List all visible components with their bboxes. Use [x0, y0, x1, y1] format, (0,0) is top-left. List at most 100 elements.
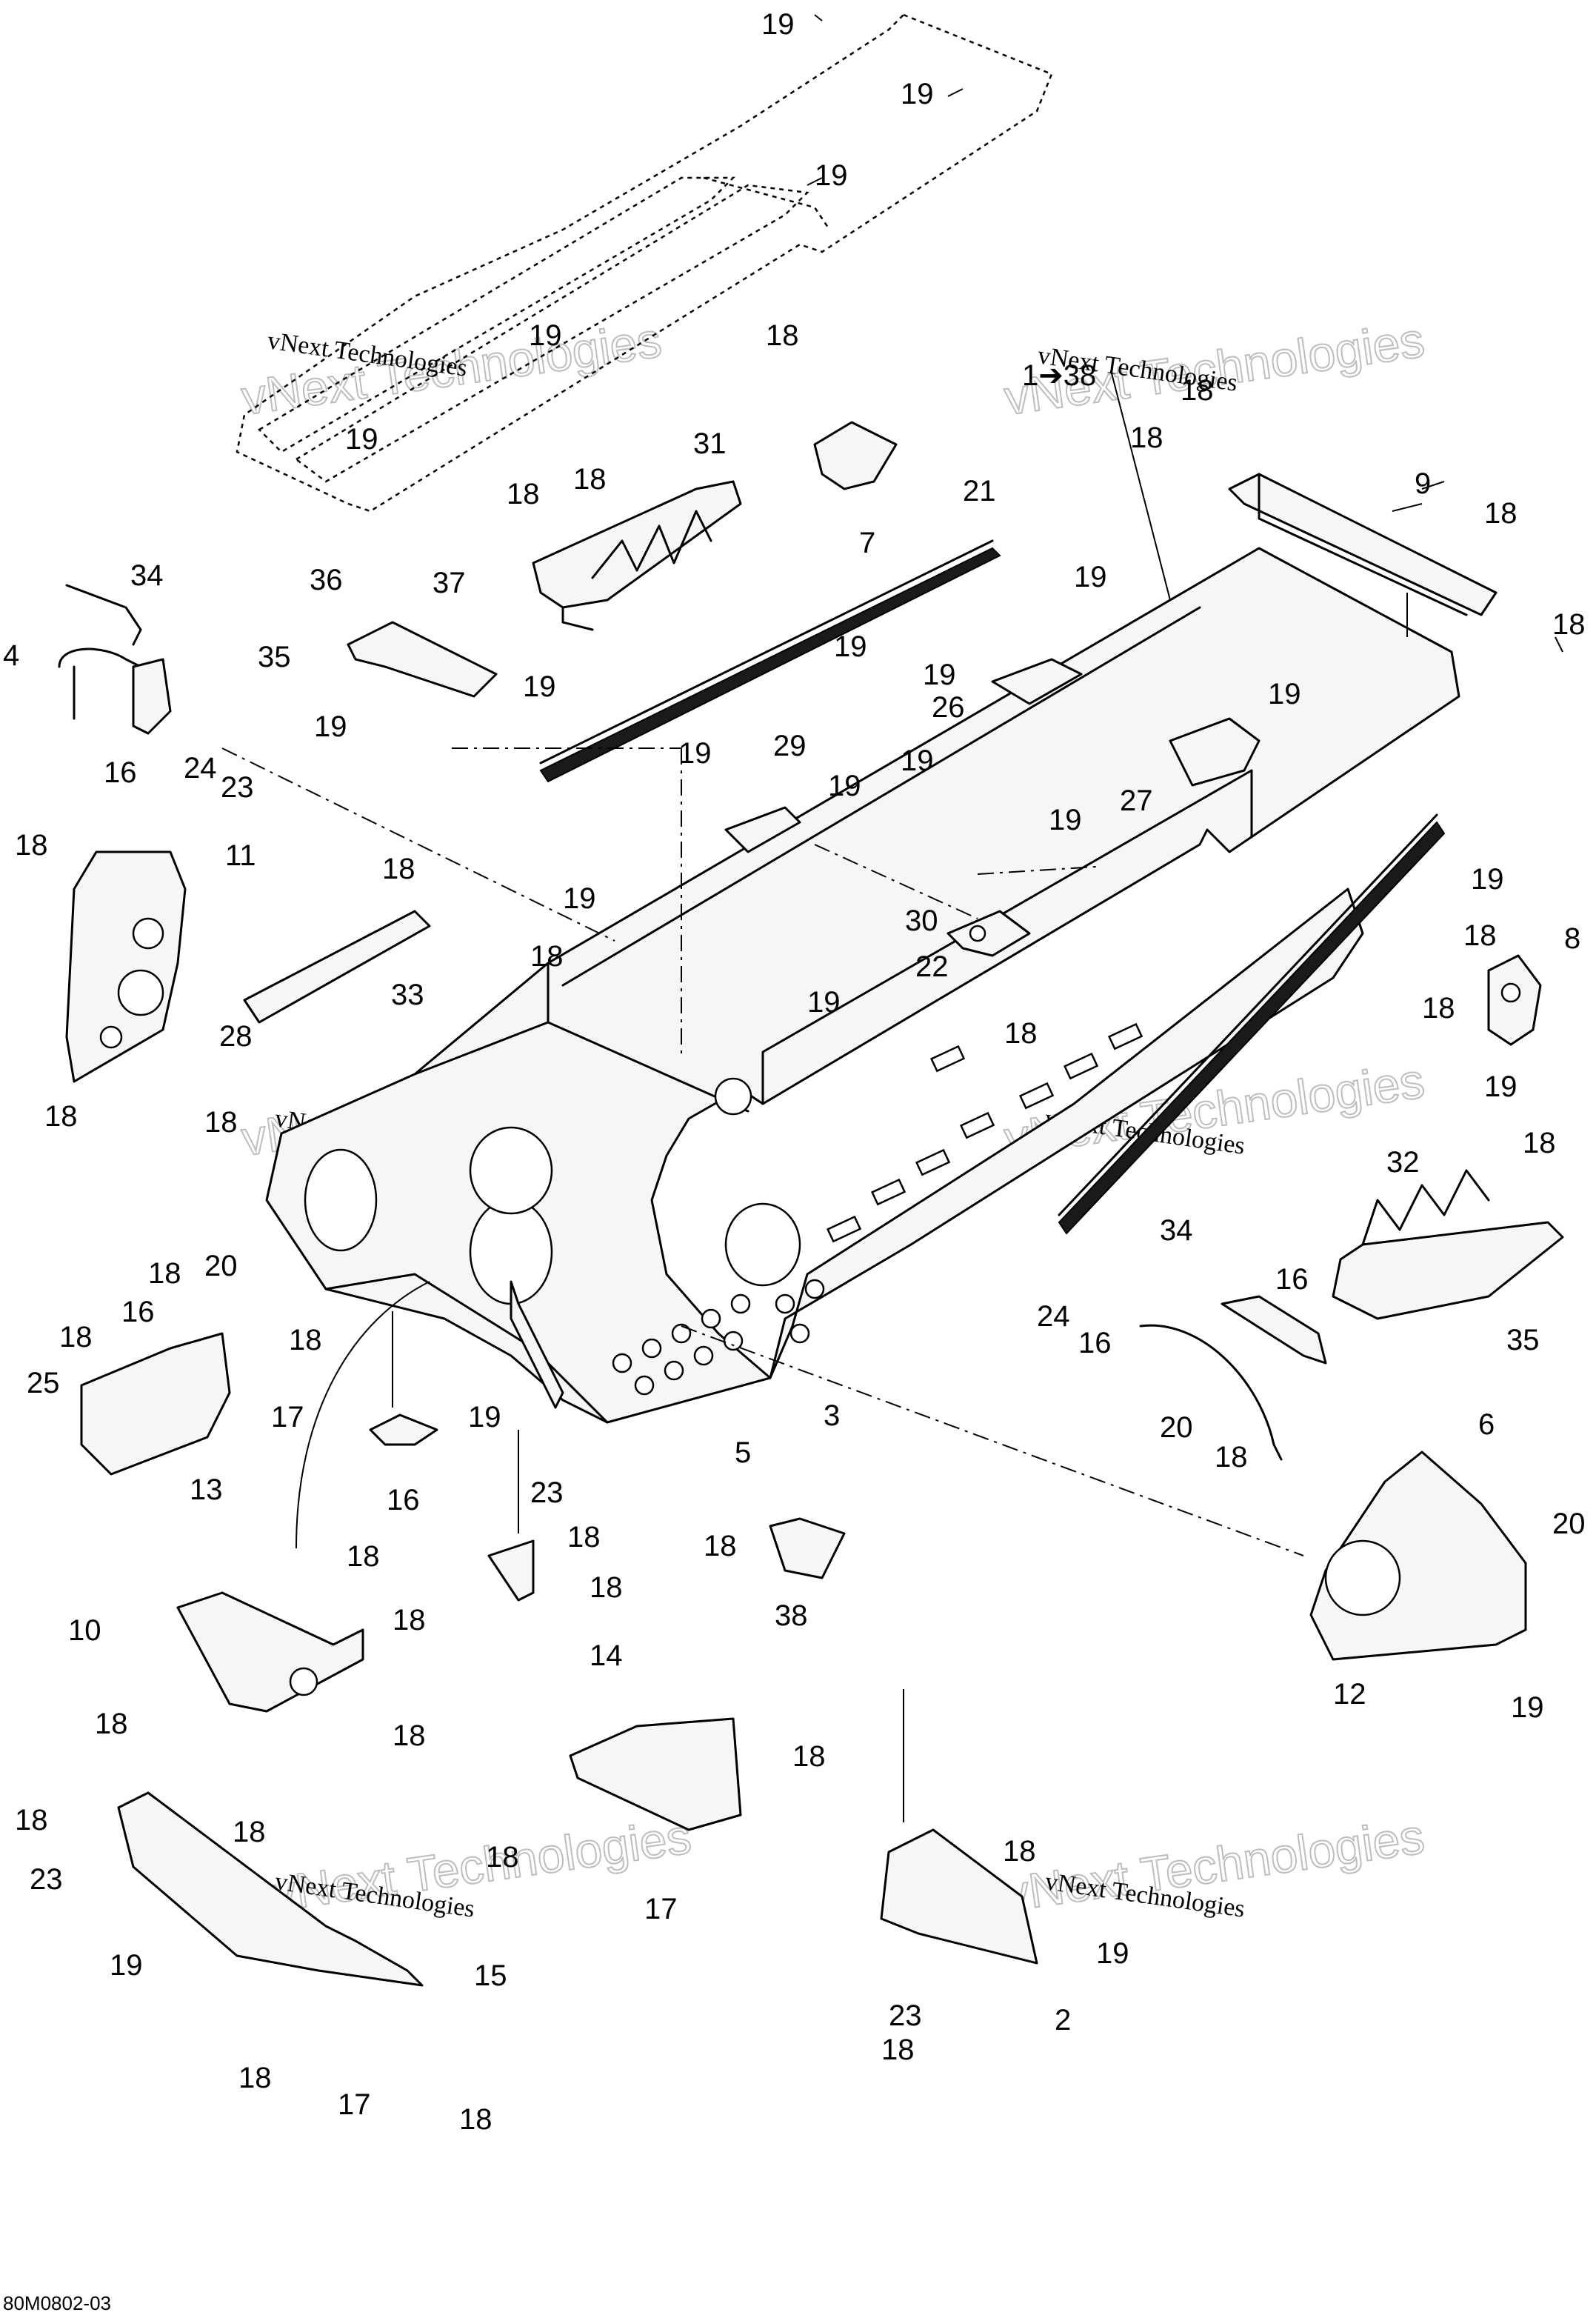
callout-31: 31 [693, 427, 727, 460]
part-top-panel-dashed [236, 13, 1053, 513]
callout-8: 18 [1422, 992, 1455, 1025]
callout-19: 18 [1003, 1835, 1036, 1868]
callout-24: 16 [1078, 1327, 1112, 1359]
callout-13: 19 [468, 1401, 501, 1433]
callout-19: 19 [529, 319, 562, 352]
callout-18: 18 [1130, 422, 1163, 454]
callout-18: 18 [289, 1324, 322, 1356]
callout-4: 4 [3, 639, 19, 672]
callout-37: 37 [433, 567, 466, 599]
callout-18: 6 [1478, 1408, 1495, 1441]
callout-19: 19 [807, 986, 841, 1019]
callout-18: 18 [382, 853, 415, 885]
callout-17: 18 [238, 2062, 272, 2094]
callout-16: 16 [104, 756, 137, 789]
part-small-brackets [724, 658, 1261, 957]
callout-18: 3 [824, 1399, 840, 1432]
callout-26: 26 [932, 691, 965, 724]
callout-7: 7 [859, 527, 875, 559]
callout-18: 33 [391, 979, 424, 1011]
callout-18: 18 [459, 2103, 493, 2136]
callout-18: 19 [110, 1949, 143, 1982]
part-crossbar-9 [1228, 473, 1497, 616]
part-rail-strips [539, 539, 1446, 1235]
callout-19: 18 [1463, 919, 1497, 952]
callout-19: 19 [761, 8, 795, 41]
part-plate-13 [369, 1413, 438, 1446]
callout-19: 19 [563, 882, 596, 915]
callout-18: 18 [1484, 497, 1517, 530]
callout-18: 18 [15, 829, 48, 862]
part-bracket-36 [347, 621, 498, 698]
callout-19: 19 [834, 630, 867, 663]
part-handle-left [58, 584, 172, 735]
callout-19: 19 [678, 737, 712, 770]
callout-12: 20 [1552, 1508, 1586, 1540]
callout-35: 34 [1160, 1214, 1193, 1247]
callout-38: 18 [567, 1521, 601, 1553]
part-side-panel-12 [1309, 1451, 1527, 1661]
callout-18: 8 [1564, 922, 1580, 955]
callout-18: 38 [775, 1599, 808, 1632]
part-bracket-3 [80, 1332, 231, 1476]
callout-23: 23 [221, 771, 254, 804]
callout-33: 28 [219, 1020, 253, 1053]
callout-19: 19 [314, 710, 347, 743]
callout-9: 9 [1415, 467, 1431, 500]
callout-19: 19 [815, 159, 848, 192]
callout-20: 18 [347, 1540, 380, 1573]
callout-18: 23 [530, 1476, 564, 1509]
callout-19: 14 [590, 1639, 623, 1672]
callout-19: 19 [1268, 678, 1301, 710]
part-bracket-32 [1332, 1169, 1564, 1320]
callout-14: 18 [792, 1740, 826, 1773]
part-handle-right [1139, 1295, 1327, 1461]
callout-3: 25 [27, 1367, 60, 1399]
drawing-code: 80M0802-03 [3, 2292, 111, 2314]
callout-18: 35 [1506, 1324, 1540, 1356]
callout-18: 32 [1386, 1146, 1420, 1179]
callout-29: 29 [773, 730, 807, 762]
callout-19: 19 [345, 423, 378, 456]
callout-18: 18 [766, 319, 799, 352]
callout-17: 18 [15, 1804, 48, 1836]
callout-22: 19 [1471, 863, 1504, 896]
callout-18: 18 [1181, 374, 1214, 407]
callout-36: 36 [310, 564, 343, 596]
callout-23: 18 [486, 1841, 519, 1874]
callout-28: 30 [905, 905, 938, 937]
part-bracket-10 [176, 1591, 364, 1713]
callout-18: 17 [644, 1893, 678, 1925]
callout-19: 18 [881, 2034, 915, 2066]
callout-34: 34 [130, 559, 164, 592]
callout-23: 24 [1037, 1300, 1070, 1333]
callout-18: 18 [233, 1816, 266, 1848]
callout-20: 20 [204, 1250, 238, 1282]
callout-16: 20 [1160, 1411, 1193, 1444]
callout-19: 19 [1074, 561, 1107, 593]
callout-18: 18 [590, 1571, 623, 1604]
callout-18: 23 [30, 1863, 63, 1896]
callout-18: 18 [507, 478, 540, 510]
callout-5: 18 [1215, 1441, 1248, 1473]
part-strip-33 [243, 910, 431, 1024]
callout-24: 24 [184, 752, 217, 785]
callout-19: 19 [1049, 804, 1082, 836]
callout-18: 10 [68, 1614, 101, 1647]
callout-19: 16 [387, 1484, 420, 1516]
callout-18: 18 [1552, 608, 1586, 641]
part-bracket-2 [117, 1791, 424, 1987]
part-bracket-15 [880, 1828, 1038, 1965]
callout-labels: 19 19 19 19 19 18 18 18 7 31 1➔38 18 18 … [3, 8, 1586, 2136]
callout-15: 19 [1096, 1937, 1129, 1970]
callout-10: 18 [393, 1604, 426, 1636]
callout-18: 18 [393, 1719, 426, 1752]
callout-6: 18 [704, 1530, 737, 1562]
callout-16: 18 [148, 1257, 181, 1290]
callout-18: 18 [95, 1708, 128, 1740]
part-main-chassis [265, 547, 1460, 1424]
part-bracket-7 [813, 421, 898, 490]
callout-21: 21 [963, 475, 996, 507]
callout-17: 13 [190, 1473, 223, 1506]
callout-2: 15 [474, 1959, 507, 1992]
